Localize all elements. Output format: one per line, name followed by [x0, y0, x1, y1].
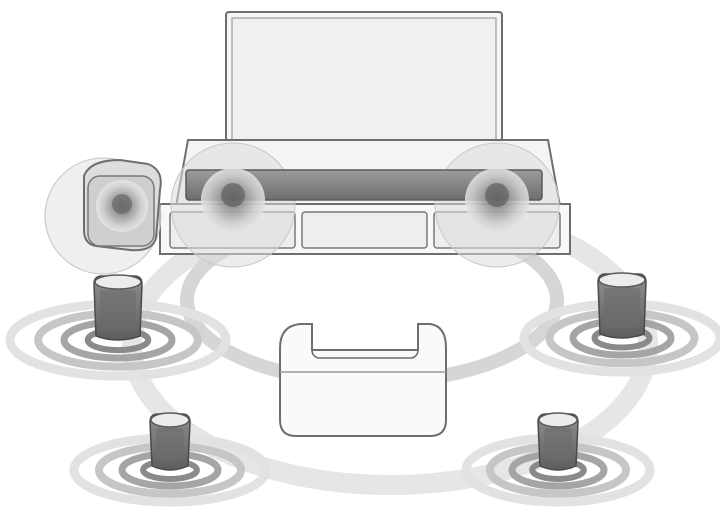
speaker-top: [95, 275, 141, 289]
speaker-top: [599, 273, 645, 287]
rear-speaker-icon: [74, 413, 266, 502]
speaker-grille: [156, 428, 184, 460]
tv-icon: LG: [226, 12, 502, 160]
sofa-icon: [280, 324, 446, 436]
speaker-top: [539, 413, 577, 427]
speaker-grille: [544, 428, 572, 460]
subwoofer-icon: [45, 158, 161, 274]
speaker-grille: [604, 288, 640, 328]
rear-speaker-icon: [466, 413, 650, 502]
speaker-grille: [100, 290, 136, 330]
speaker-top: [151, 413, 189, 427]
